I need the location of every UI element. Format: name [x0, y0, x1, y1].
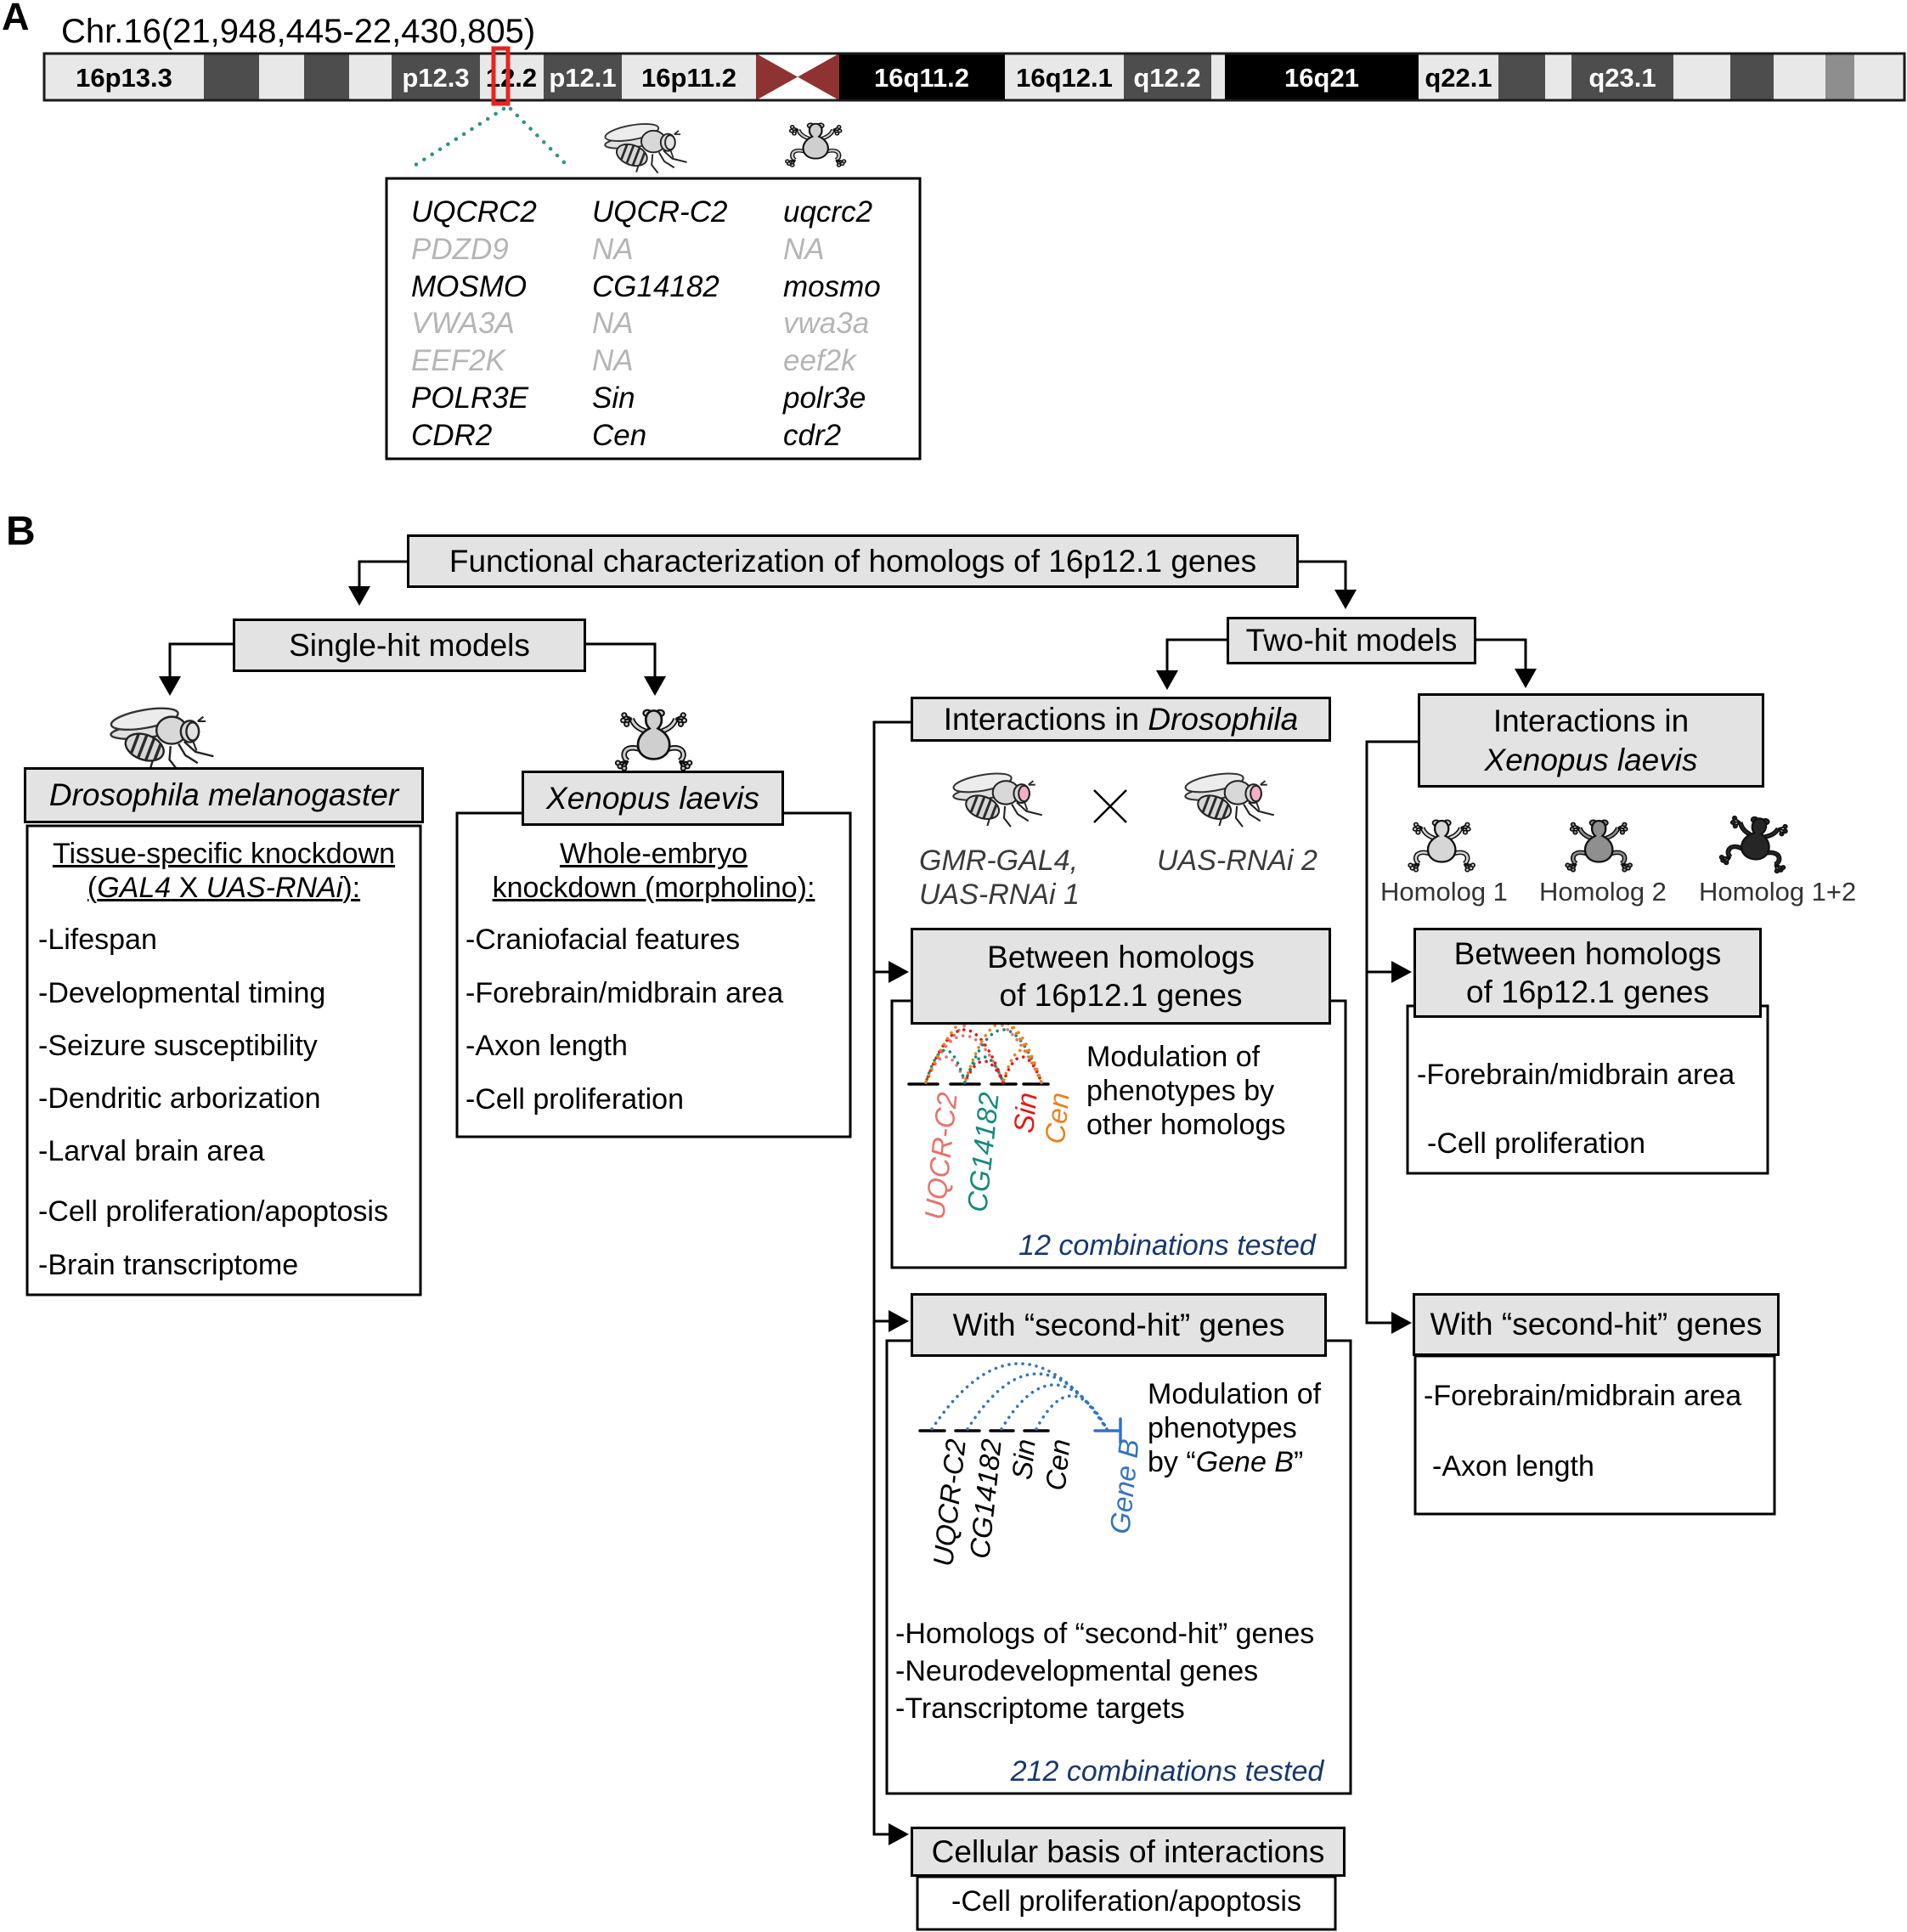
- svg-text:16q12.1: 16q12.1: [1016, 63, 1113, 93]
- svg-text:16p11.2: 16p11.2: [641, 63, 736, 93]
- svg-text:p12.3: p12.3: [402, 63, 469, 93]
- svg-text:p12.1: p12.1: [549, 63, 616, 93]
- svg-text:q12.2: q12.2: [1133, 63, 1200, 93]
- svg-text:16q11.2: 16q11.2: [874, 63, 969, 93]
- svg-text:16q21: 16q21: [1284, 63, 1359, 93]
- svg-text:16p13.3: 16p13.3: [76, 63, 172, 93]
- svg-text:q23.1: q23.1: [1588, 63, 1656, 93]
- svg-text:q22.1: q22.1: [1425, 63, 1492, 93]
